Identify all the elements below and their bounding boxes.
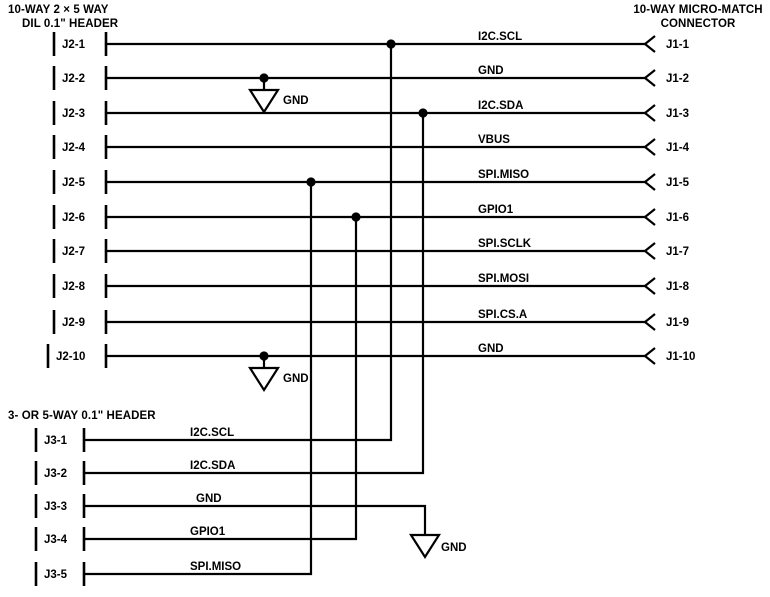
j2-pin-8[interactable]: J2-8 <box>52 274 108 298</box>
j2-pin-5-label: J2-5 <box>62 177 86 189</box>
j3-pin-1-label: J3-1 <box>44 435 68 447</box>
junction-dot-i2c-scl <box>386 39 396 49</box>
j3-net-label-gpio1: GPIO1 <box>190 526 226 538</box>
j2-pin-2[interactable]: J2-2 <box>52 66 108 90</box>
j3-net-label-gnd: GND <box>196 493 222 505</box>
ground-label-1: GND <box>283 95 309 107</box>
ground-symbol-2: GND <box>247 366 309 393</box>
net-label-vbus: VBUS <box>478 134 510 146</box>
j1-pin-9-label: J1-9 <box>666 317 689 329</box>
j1-connector-group: J1-1 J1-2 J1-3 J1-4 J1-5 J1-6 J1-7 J1-8 <box>643 35 695 365</box>
j3-net-label-spi-miso: SPI.MISO <box>190 561 241 573</box>
j3-pin-4[interactable]: J3-4 <box>34 527 86 551</box>
j2-pin-7-label: J2-7 <box>62 246 85 258</box>
net-label-gnd-2: GND <box>478 343 504 355</box>
j2-pin-4[interactable]: J2-4 <box>52 135 108 159</box>
net-label-spi-mosi: SPI.MOSI <box>478 273 529 285</box>
j3-connector-group: J3-1 J3-2 J3-3 J3-4 J3-5 <box>34 428 86 586</box>
j2-pin-8-label: J2-8 <box>62 281 86 293</box>
route-i2c-scl <box>82 42 393 442</box>
j2-pin-6-label: J2-6 <box>62 212 85 224</box>
j1-pin-3-label: J1-3 <box>666 108 689 120</box>
ground-triangle-icon <box>247 366 281 393</box>
j3-pin-3-label: J3-3 <box>44 501 67 513</box>
right-header-title-line1: 10-WAY MICRO-MATCH <box>633 4 762 16</box>
junction-dot-i2c-sda <box>418 108 428 118</box>
route-gpio1 <box>82 215 358 541</box>
j1-pin-7[interactable]: J1-7 <box>643 242 689 260</box>
route-gnd <box>82 504 427 537</box>
junction-dot-spi-miso <box>306 177 316 187</box>
j1-pin-2[interactable]: J1-2 <box>643 69 689 87</box>
j2-pin-3-label: J2-3 <box>62 108 85 120</box>
junction-dot-gnd-top <box>259 73 269 83</box>
net-label-spi-sclk: SPI.SCLK <box>478 238 532 250</box>
left-header-title-line2: DIL 0.1" HEADER <box>22 18 119 30</box>
j3-pin-5-label: J3-5 <box>44 569 68 581</box>
j3-pin-4-label: J3-4 <box>44 534 68 546</box>
j3-net-label-i2c-sda: I2C.SDA <box>190 460 235 472</box>
j1-pin-2-label: J1-2 <box>666 73 689 85</box>
j2-pin-7[interactable]: J2-7 <box>52 239 108 263</box>
j2-pin-10[interactable]: J2-10 <box>46 344 108 368</box>
j1-pin-10[interactable]: J1-10 <box>643 347 695 365</box>
junction-dot-gpio1 <box>351 212 361 222</box>
net-wires-group <box>104 42 647 358</box>
j3-pin-1[interactable]: J3-1 <box>34 428 86 452</box>
j2-pin-4-label: J2-4 <box>62 142 86 154</box>
j2-pin-1-label: J2-1 <box>62 39 86 51</box>
j1-pin-10-label: J1-10 <box>666 351 695 363</box>
j3-pin-5[interactable]: J3-5 <box>34 562 86 586</box>
j1-pin-7-label: J1-7 <box>666 246 689 258</box>
net-label-spi-cs-a: SPI.CS.A <box>478 309 527 321</box>
j3-net-labels-group: I2C.SCL I2C.SDA GND GPIO1 SPI.MISO <box>190 427 241 573</box>
j2-pin-5[interactable]: J2-5 <box>52 170 108 194</box>
net-label-gnd-1: GND <box>478 65 504 77</box>
j2-connector-group: J2-1 J2-2 J2-3 J2-4 J2-5 <box>46 32 108 368</box>
ground-symbol-1: GND <box>247 88 309 115</box>
j1-pin-9[interactable]: J1-9 <box>643 313 689 331</box>
j1-pin-4[interactable]: J1-4 <box>643 138 690 156</box>
j3-pin-3[interactable]: J3-3 <box>34 494 86 518</box>
bottom-header-title: 3- OR 5-WAY 0.1" HEADER <box>8 410 156 422</box>
route-spi-miso <box>82 180 313 576</box>
j2-pin-6[interactable]: J2-6 <box>52 205 108 229</box>
j1-pin-6-label: J1-6 <box>666 212 689 224</box>
j2-pin-9-label: J2-9 <box>62 317 85 329</box>
ground-triangle-icon <box>247 88 281 115</box>
net-label-i2c-scl: I2C.SCL <box>478 31 522 43</box>
route-i2c-sda <box>82 111 425 475</box>
left-header-title-line1: 10-WAY 2 × 5 WAY <box>8 4 109 16</box>
j1-pin-1[interactable]: J1-1 <box>643 35 690 53</box>
j2-pin-3[interactable]: J2-3 <box>52 101 108 125</box>
j1-pin-1-label: J1-1 <box>666 39 690 51</box>
right-header-title-line2: CONNECTOR <box>661 18 736 30</box>
ground-symbol-3: GND <box>408 533 467 560</box>
ground-label-3: GND <box>441 542 467 554</box>
net-labels-group: I2C.SCL GND I2C.SDA VBUS SPI.MISO GPIO1 … <box>478 31 532 355</box>
j2-pin-10-label: J2-10 <box>56 351 85 363</box>
net-label-gpio1: GPIO1 <box>478 204 514 216</box>
ground-label-2: GND <box>283 373 309 385</box>
j3-net-label-i2c-scl: I2C.SCL <box>190 427 234 439</box>
j1-pin-4-label: J1-4 <box>666 142 690 154</box>
net-label-spi-miso: SPI.MISO <box>478 169 529 181</box>
junction-dots-group <box>259 39 428 361</box>
j1-pin-3[interactable]: J1-3 <box>643 104 689 122</box>
j1-pin-8-label: J1-8 <box>666 281 690 293</box>
j2-pin-9[interactable]: J2-9 <box>52 310 108 334</box>
j3-pin-2[interactable]: J3-2 <box>34 461 86 485</box>
j2-pin-1[interactable]: J2-1 <box>52 32 108 56</box>
ground-triangle-icon <box>408 533 442 560</box>
j1-pin-5[interactable]: J1-5 <box>643 173 690 191</box>
net-label-i2c-sda: I2C.SDA <box>478 100 523 112</box>
j3-routing-group <box>82 42 427 576</box>
j3-pin-2-label: J3-2 <box>44 468 67 480</box>
j1-pin-5-label: J1-5 <box>666 177 690 189</box>
j1-pin-8[interactable]: J1-8 <box>643 277 690 295</box>
j1-pin-6[interactable]: J1-6 <box>643 208 689 226</box>
junction-dot-gnd-bottom <box>259 351 269 361</box>
j2-pin-2-label: J2-2 <box>62 73 85 85</box>
